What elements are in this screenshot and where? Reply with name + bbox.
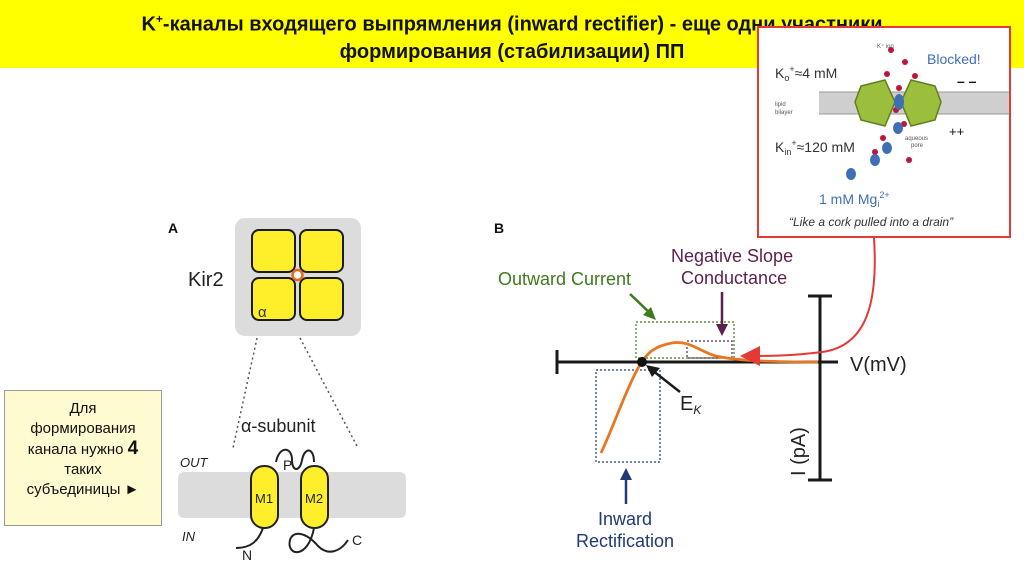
note-line4: таких — [64, 461, 102, 478]
ek-arrow-head — [646, 365, 660, 377]
channel-pore — [291, 268, 304, 282]
minus-signs: – – — [957, 73, 977, 89]
channel-right-half — [900, 79, 942, 127]
pore-label-line1: aqueous — [905, 136, 928, 142]
inward-label-line1: Inward — [598, 509, 652, 529]
inward-label-line2: Rectification — [576, 531, 674, 551]
c-terminus-tail — [288, 527, 349, 554]
k-ion-label: K⁺ ion — [877, 43, 894, 50]
title-superscript: + — [155, 12, 163, 26]
v-axis-label: V(mV) — [850, 354, 907, 376]
k-ion — [902, 59, 908, 65]
note-number: 4 — [127, 438, 139, 459]
panel-a-letter: A — [168, 220, 178, 236]
subunit-bottom-left — [251, 277, 296, 321]
inward-rectification-box — [595, 369, 661, 463]
kir2-label: Kir2 — [188, 269, 224, 291]
negative-slope-arrow-head — [716, 324, 728, 336]
inward-arrow-head — [620, 468, 632, 480]
alpha-subunit-label: α-subunit — [241, 416, 315, 436]
note-line1: Для — [69, 400, 97, 417]
zoom-line-left — [232, 337, 258, 449]
c-label: C — [352, 532, 362, 548]
m2-helix — [300, 465, 329, 529]
title-line2: формирования (стабилизации) ПП — [339, 40, 685, 63]
note-line3-text: канала нужно — [27, 441, 124, 458]
plus-signs: ++ — [949, 124, 964, 139]
n-label: N — [242, 547, 252, 563]
k-ion — [872, 149, 878, 155]
note-line2: формирования — [30, 420, 136, 437]
k-ion — [912, 73, 918, 79]
m1-label: M1 — [255, 491, 273, 506]
slide-title: K+-каналы входящего выпрямления (inward … — [0, 6, 1024, 66]
k-ion — [906, 157, 912, 163]
subunit-top-right — [299, 229, 344, 273]
ko-label: Ko+≈4 mM — [775, 64, 837, 83]
subunit-bottom-right — [299, 277, 344, 321]
mg-ion — [893, 122, 903, 134]
kin-label: Kin+≈120 mM — [775, 138, 855, 157]
mg-ion — [894, 94, 904, 110]
zoom-line-right — [299, 337, 359, 449]
iv-curve — [599, 341, 819, 454]
callout-arrow — [740, 237, 876, 366]
mg-ion — [882, 142, 892, 154]
note-line5: субъединицы ► — [26, 481, 140, 498]
i-axis-label: I (pA) — [788, 427, 810, 476]
ek-label: EK — [680, 393, 702, 417]
ek-point — [637, 357, 647, 367]
mg-block-inset: Ko+≈4 mM lipid bilayer Kin+≈120 mM K⁺ io… — [757, 26, 1011, 238]
inset-canvas: Ko+≈4 mM lipid bilayer Kin+≈120 mM K⁺ io… — [775, 43, 1009, 229]
k-ion — [880, 135, 886, 141]
k-ion — [896, 85, 902, 91]
k-ion — [888, 47, 894, 53]
note-box: Для формирования канала нужно 4 таких су… — [4, 390, 162, 526]
out-label: OUT — [180, 455, 209, 470]
kir2-tetramer — [235, 218, 361, 336]
subunit-top-left — [251, 229, 296, 273]
mg-ion — [870, 154, 880, 166]
pore-label-line2: pore — [911, 143, 924, 149]
mg-label: 1 mM Mgi2+ — [819, 190, 890, 209]
blocked-label: Blocked! — [927, 51, 981, 67]
panel-b-letter: B — [494, 220, 504, 236]
note-line3: канала нужно 4 — [5, 439, 161, 460]
outward-current-box — [635, 321, 735, 359]
m1-helix — [250, 465, 279, 529]
p-label: P — [283, 457, 292, 473]
ek-arrow-shaft — [651, 369, 681, 393]
lipid-label-line1: lipid — [775, 102, 786, 108]
m2-label: M2 — [305, 491, 323, 506]
mg-ion — [846, 168, 856, 180]
pore-loop — [275, 448, 315, 470]
outward-current-label: Outward Current — [498, 269, 631, 289]
inset-caption: “Like a cork pulled into a drain” — [789, 215, 954, 229]
membrane — [178, 472, 406, 518]
title-prefix: K — [141, 13, 156, 36]
outward-arrow-head — [643, 307, 656, 320]
negative-slope-line2: Conductance — [681, 268, 787, 288]
in-label: IN — [182, 529, 196, 544]
lipid-label-line2: bilayer — [775, 110, 793, 116]
negative-slope-line1: Negative Slope — [671, 246, 793, 266]
negative-slope-box — [686, 340, 733, 359]
channel-left-half — [854, 79, 896, 127]
title-line1: -каналы входящего выпрямления (inward re… — [162, 13, 883, 36]
k-ion — [884, 71, 890, 77]
alpha-label: α — [258, 304, 267, 321]
n-terminus-tail — [235, 527, 264, 549]
